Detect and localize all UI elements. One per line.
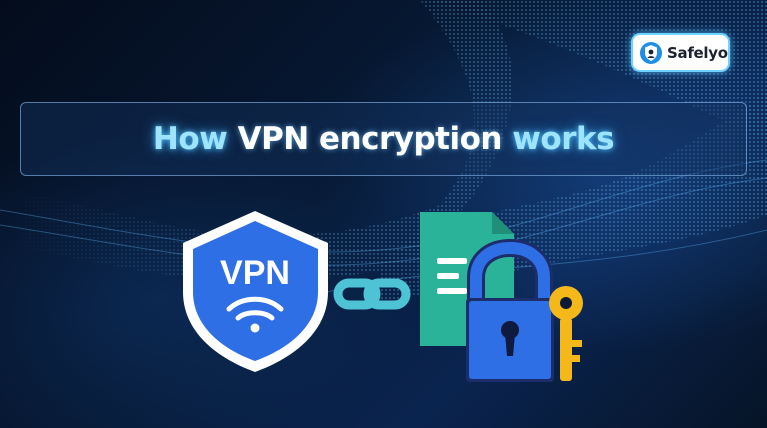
- chain-link-icon: [333, 278, 411, 310]
- title-part-how: How: [152, 121, 238, 157]
- wifi-icon: [226, 296, 284, 321]
- title-banner: How VPN encryption works: [20, 102, 747, 176]
- title-part-works: works: [502, 121, 615, 157]
- vpn-shield-icon: VPN: [183, 211, 328, 372]
- safelyo-logo: Safelyo: [631, 33, 730, 72]
- title-part-vpn-encryption: VPN encryption: [237, 121, 503, 157]
- key-icon: [549, 286, 583, 381]
- page-title: How VPN encryption works: [152, 121, 615, 157]
- brand-name: Safelyo: [667, 43, 728, 62]
- padlock-icon: [466, 238, 554, 382]
- shield-vpn-label: VPN: [220, 254, 290, 292]
- safelyo-logo-icon: [640, 41, 662, 64]
